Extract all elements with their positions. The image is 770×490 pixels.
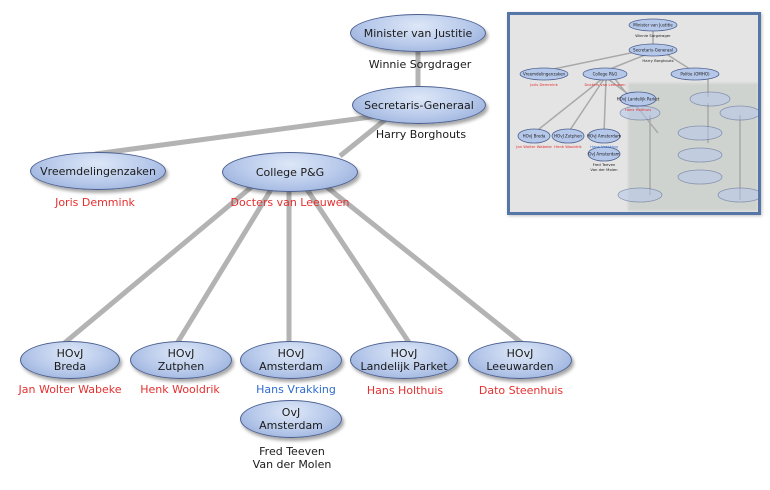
connector-secretaris-college <box>338 117 388 158</box>
node-ellipse <box>240 400 342 438</box>
person-name: Van der Molen <box>252 458 332 471</box>
person-name: Dato Steenhuis <box>478 384 564 397</box>
thumb-label: HOvJ Breda <box>523 134 546 139</box>
thumb-node-college <box>582 67 628 81</box>
node-label: Zutphen <box>157 360 205 373</box>
thumb-label: Minister van Justitie <box>633 23 673 28</box>
connector-college-landelijk <box>303 186 413 346</box>
node-ellipse <box>30 152 166 190</box>
person-ovj-amsterdam: Fred Teeven Van der Molen <box>253 445 332 471</box>
thumb-label: HOvJ Amsterdam <box>587 134 621 139</box>
thumb-label: Politie (OMHO) <box>680 72 710 77</box>
node-label: Minister van Justitie <box>363 26 473 40</box>
node-vreemdelingenzaken[interactable]: Vreemdelingenzaken <box>30 152 166 190</box>
node-label: HOvJ <box>277 347 305 360</box>
overview-thumbnail[interactable]: Minister van Justitie Secretaris-Generaa… <box>507 12 761 215</box>
thumb-node-politie <box>670 67 720 81</box>
node-ellipse <box>350 14 486 52</box>
connector-college-breda <box>60 182 257 347</box>
node-label: HOvJ <box>390 347 418 360</box>
node-ellipse <box>350 341 458 379</box>
thumb-person: Jan Wolter Wabeke <box>515 144 552 149</box>
person-hovj-zutphen: Henk Wooldrik <box>140 383 220 396</box>
person-secretaris: Harry Borghouts <box>376 128 466 141</box>
thumb-node-secretaris <box>628 43 678 57</box>
node-ovj-amsterdam[interactable]: OvJ Amsterdam <box>240 400 342 438</box>
person-name: Hans Vrakking <box>256 383 336 396</box>
thumb-label: HOvJ Zutphen <box>554 134 582 139</box>
node-ellipse <box>20 341 120 379</box>
person-hovj-landelijk: Hans Holthuis <box>367 384 443 397</box>
person-name: Henk Wooldrik <box>140 383 220 396</box>
connector-college-leeuwarden <box>321 182 525 346</box>
node-label: Breda <box>53 360 87 373</box>
connector-college-zutphen <box>173 186 275 347</box>
person-name: Docters van Leeuwen <box>230 196 350 209</box>
thumb-node-minister <box>628 18 678 32</box>
thumb-node-amsterdam <box>587 128 621 144</box>
person-name: Fred Teeven <box>259 445 325 458</box>
thumb-label: HOvJ Landelijk Parket <box>617 97 660 102</box>
node-college-pg[interactable]: College P&G <box>222 152 358 192</box>
node-label: Leeuwarden <box>486 360 554 373</box>
person-college: Docters van Leeuwen <box>231 196 350 209</box>
person-hovj-leeuwarden: Dato Steenhuis <box>479 384 563 397</box>
thumb-person: Harry Borghouts <box>642 58 673 63</box>
person-hovj-breda: Jan Wolter Wabeke <box>19 383 122 396</box>
thumb-node-ovj <box>587 146 621 162</box>
node-label: Amsterdam <box>259 419 323 432</box>
thumb-label: Secretaris-Generaal <box>633 48 673 53</box>
thumb-label: OvJ Amsterdam <box>588 152 619 157</box>
person-minister: Winnie Sorgdrager <box>369 58 472 71</box>
person-name: Jan Wolter Wabeke <box>18 383 122 396</box>
node-label: Secretaris-Generaal <box>364 98 474 112</box>
node-ellipse <box>240 341 342 379</box>
person-name: Joris Demmink <box>55 196 135 209</box>
node-label: OvJ <box>281 406 301 419</box>
person-vreemdelingen: Joris Demmink <box>55 196 135 209</box>
node-label: Amsterdam <box>259 360 323 373</box>
thumb-label: College P&G <box>593 72 618 77</box>
node-ellipse <box>468 341 572 379</box>
node-label: Landelijk Parket <box>360 360 448 373</box>
person-name: Harry Borghouts <box>375 128 467 141</box>
person-name: Hans Holthuis <box>366 384 444 397</box>
thumb-person: Hans Holthuis <box>625 107 651 112</box>
thumb-person: Hans Vrakking <box>590 144 618 149</box>
node-minister-van-justitie[interactable]: Minister van Justitie <box>350 14 486 52</box>
thumb-label: Vreemdelingenzaken <box>523 72 566 77</box>
node-label: HOvJ <box>506 347 534 360</box>
thumb-person: Joris Demmink <box>529 82 558 87</box>
node-ellipse <box>130 341 232 379</box>
node-hovj-landelijk-parket[interactable]: HOvJ Landelijk Parket <box>350 341 458 379</box>
thumb-node-breda <box>517 128 551 144</box>
thumb-node-vreemdelingen <box>519 67 569 81</box>
thumb-person: Winnie Sorgdrager <box>635 33 671 38</box>
node-secretaris-generaal[interactable]: Secretaris-Generaal <box>352 86 486 124</box>
thumbnail-diagram: Minister van Justitie Secretaris-Generaa… <box>515 18 758 203</box>
node-hovj-amsterdam[interactable]: HOvJ Amsterdam <box>240 341 342 379</box>
thumb-node-zutphen <box>551 128 585 144</box>
person-name: Winnie Sorgdrager <box>368 58 472 71</box>
node-ellipse <box>352 86 486 124</box>
thumb-person: Fred Teeven <box>593 162 616 167</box>
node-hovj-breda[interactable]: HOvJ Breda <box>20 341 120 379</box>
connector-secretaris-vreemdelingen <box>94 113 379 157</box>
node-hovj-zutphen[interactable]: HOvJ Zutphen <box>130 341 232 379</box>
node-label: College P&G <box>255 165 325 179</box>
thumb-person: Henk Wooldrik <box>554 144 582 149</box>
node-label: Vreemdelingenzaken <box>40 164 156 178</box>
person-hovj-amsterdam: Hans Vrakking <box>256 383 336 396</box>
thumb-person: Docters van Leeuwen <box>584 82 626 87</box>
node-label: HOvJ <box>56 347 84 360</box>
node-label: HOvJ <box>167 347 195 360</box>
node-hovj-leeuwarden[interactable]: HOvJ Leeuwarden <box>468 341 572 379</box>
node-ellipse <box>222 152 358 192</box>
thumb-person: Van der Molen <box>590 167 618 172</box>
